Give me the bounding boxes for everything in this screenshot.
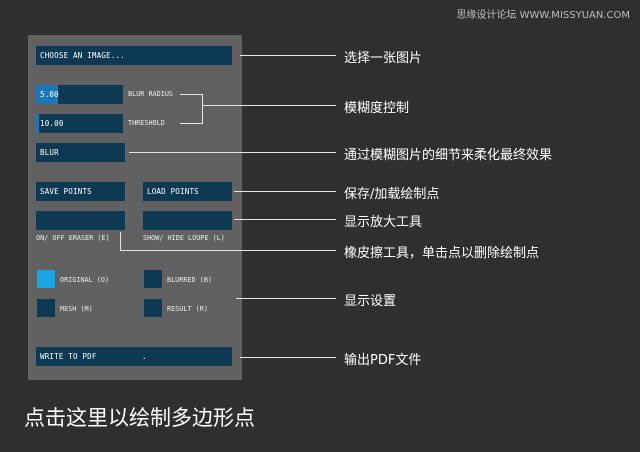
leader-blur-desc (129, 152, 336, 153)
load-points-button[interactable]: LOAD POINTS (143, 182, 232, 201)
annotation-pdf: 输出PDF文件 (344, 353, 422, 368)
annotation-display: 显示设置 (344, 294, 397, 309)
leader-blur-controls (202, 105, 336, 106)
leader-blur-radius (180, 94, 202, 95)
blur-radius-label: BLUR RADIUS (128, 90, 174, 98)
annotation-loupe: 显示放大工具 (344, 215, 423, 230)
eraser-label: ON/ OFF ERASER (E) (36, 234, 110, 242)
leader-display (236, 298, 336, 299)
original-label: ORIGINAL (O) (60, 276, 110, 284)
write-pdf-label: WRITE TO PDF (40, 352, 97, 361)
threshold-slider[interactable]: 10.00 (36, 114, 123, 133)
original-toggle[interactable] (37, 270, 55, 288)
leader-eraser (120, 250, 336, 251)
blurred-label: BLURRED (B) (167, 276, 213, 284)
blur-radius-slider[interactable]: 5.00 (36, 85, 123, 104)
eraser-toggle[interactable] (36, 211, 125, 230)
mesh-toggle[interactable] (37, 299, 55, 317)
result-label: RESULT (R) (167, 305, 208, 313)
write-pdf-button[interactable]: WRITE TO PDF . (36, 347, 232, 366)
bottom-note: 点击这里以绘制多边形点 (24, 406, 255, 430)
threshold-label: THRESHOLD (128, 119, 165, 127)
blur-button[interactable]: BLUR (36, 143, 125, 162)
control-panel: CHOOSE AN IMAGE... 5.00 BLUR RADIUS 10.0… (28, 35, 242, 380)
annotation-save-load: 保存/加载绘制点 (344, 187, 440, 202)
loupe-label: SHOW/ HIDE LOUPE (L) (143, 234, 225, 242)
leader-pdf (240, 357, 336, 358)
watermark: 思缘设计论坛 WWW.MISSYUAN.COM (456, 10, 630, 21)
blur-radius-fill (36, 85, 58, 104)
annotation-blur-desc: 通过模糊图片的细节来柔化最终效果 (344, 148, 553, 163)
threshold-value: 10.00 (40, 119, 64, 128)
blurred-toggle[interactable] (144, 270, 162, 288)
choose-image-button[interactable]: CHOOSE AN IMAGE... (36, 46, 232, 65)
leader-loupe (234, 219, 336, 220)
result-toggle[interactable] (144, 299, 162, 317)
save-points-button[interactable]: SAVE POINTS (36, 182, 125, 201)
blur-radius-value: 5.00 (40, 90, 59, 99)
annotation-eraser: 橡皮擦工具，单击点以删除绘制点 (344, 246, 540, 261)
leader-blur-bracket (202, 94, 203, 124)
loupe-toggle[interactable] (143, 211, 232, 230)
leader-threshold (180, 123, 202, 124)
leader-save-load (234, 191, 336, 192)
leader-choose (240, 55, 336, 56)
mesh-label: MESH (M) (60, 305, 93, 313)
annotation-choose-image: 选择一张图片 (344, 51, 423, 66)
write-pdf-mark: . (142, 352, 147, 361)
annotation-blur-controls: 模糊度控制 (344, 101, 410, 116)
leader-eraser-drop (120, 232, 121, 251)
threshold-fill (36, 114, 39, 133)
